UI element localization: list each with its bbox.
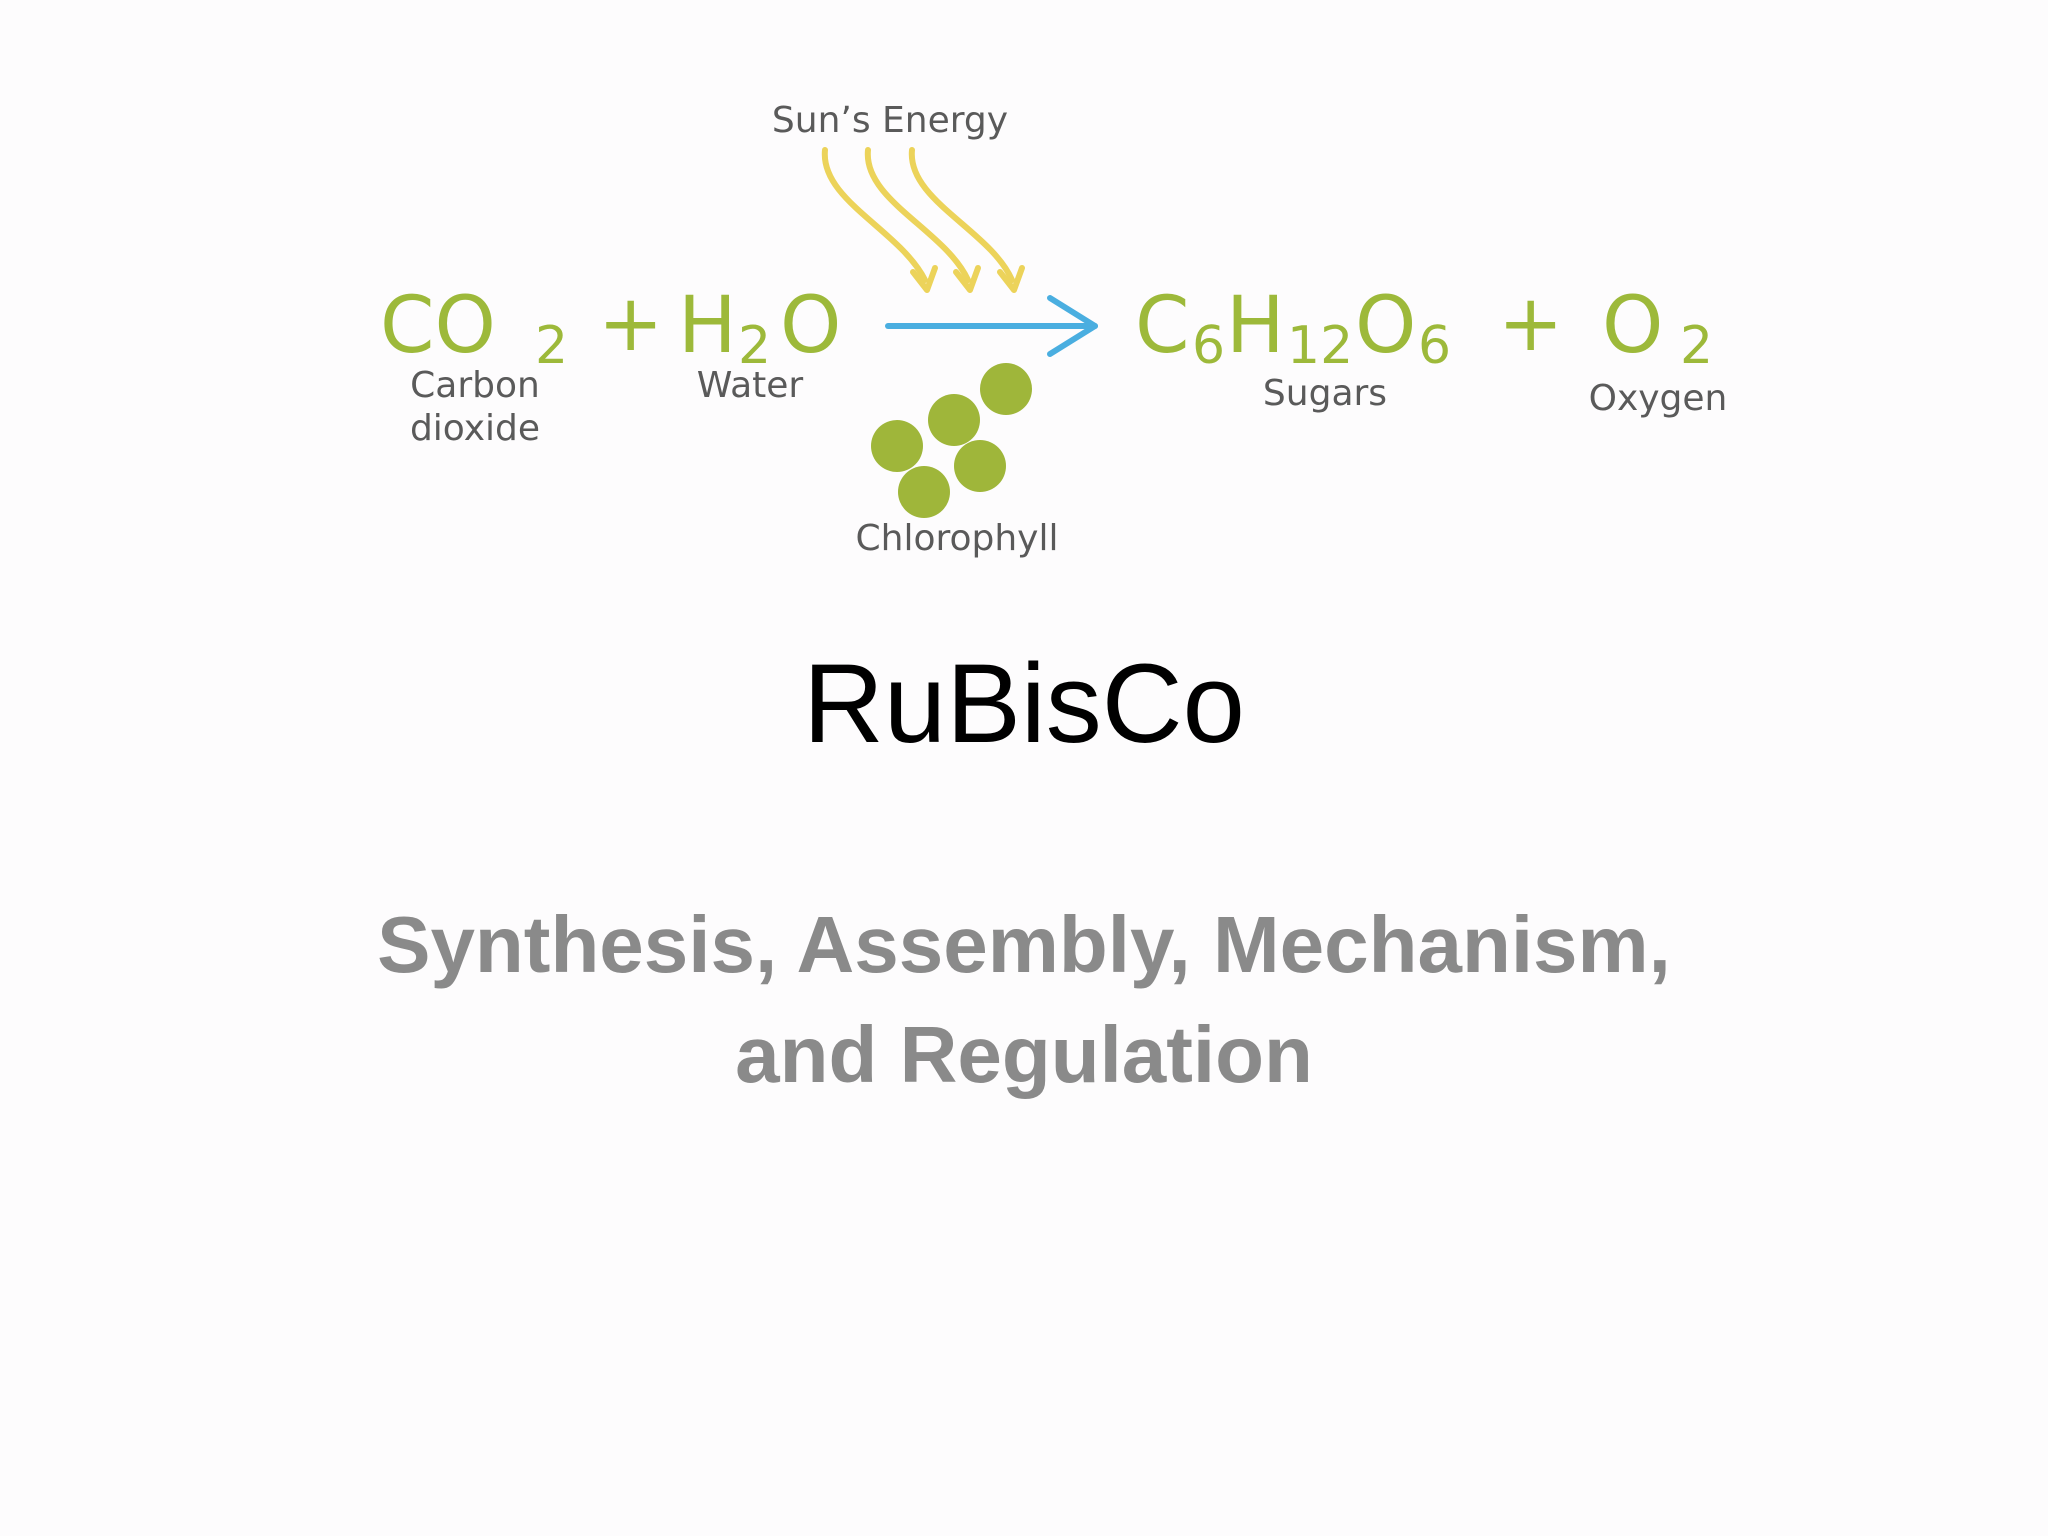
glucose-h: H	[1226, 281, 1285, 371]
plus-sign-products: +	[1498, 279, 1563, 369]
co2-caption-line2: dioxide	[410, 408, 540, 449]
water-caption: Water	[697, 365, 804, 406]
co2-subscript: 2	[535, 316, 568, 376]
o2-formula: O 2	[1602, 281, 1713, 376]
h2o-h: H	[678, 281, 737, 371]
sun-rays-icon	[821, 147, 1025, 293]
slide-subtitle: Synthesis, Assembly, Mechanism, and Regu…	[0, 890, 2048, 1110]
glucose-o: O	[1355, 281, 1416, 371]
photosynthesis-equation-diagram: Sun’s Energy CO 2 Carbon dioxide + H 2 O…	[380, 100, 1728, 559]
chlorophyll-dots-icon	[871, 363, 1032, 518]
plus-sign-reactants: +	[598, 279, 663, 369]
oxygen-caption: Oxygen	[1589, 378, 1728, 419]
subtitle-line-1: Synthesis, Assembly, Mechanism,	[377, 900, 1671, 989]
glucose-c: C	[1135, 281, 1189, 371]
o2-base: O	[1602, 281, 1663, 371]
glucose-o-subscript: 6	[1418, 316, 1451, 376]
o2-subscript: 2	[1680, 316, 1713, 376]
sugars-caption: Sugars	[1263, 373, 1387, 414]
glucose-formula: C 6 H 12 O 6	[1135, 281, 1451, 376]
h2o-o: O	[780, 281, 841, 371]
h2o-subscript: 2	[738, 316, 771, 376]
glucose-h-subscript: 12	[1287, 316, 1353, 376]
glucose-c-subscript: 6	[1192, 316, 1225, 376]
right-arrow-icon	[885, 295, 1098, 357]
slide-title: RuBisCo	[803, 641, 1245, 766]
co2-base: CO	[380, 281, 496, 371]
h2o-formula: H 2 O	[678, 281, 841, 376]
co2-formula: CO 2	[380, 281, 568, 376]
subtitle-line-2: and Regulation	[735, 1010, 1313, 1099]
suns-energy-label: Sun’s Energy	[772, 100, 1008, 141]
co2-caption-line1: Carbon	[410, 365, 540, 406]
chlorophyll-caption: Chlorophyll	[856, 518, 1059, 559]
